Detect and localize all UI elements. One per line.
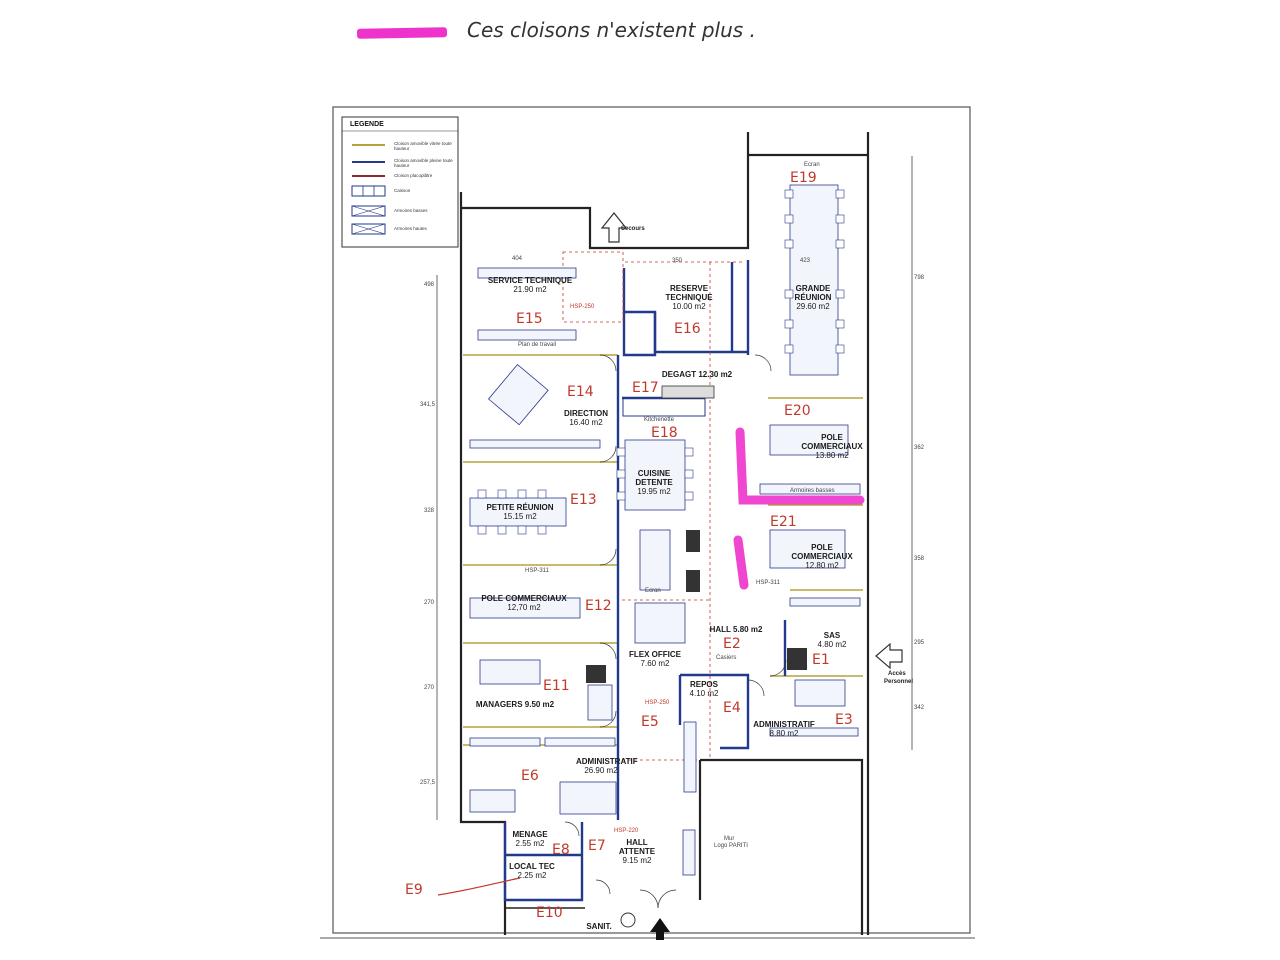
zone-e11: E11 (543, 678, 570, 694)
dimension: 404 (512, 256, 523, 262)
dimension: 358 (914, 556, 925, 562)
label-logo: Logo PARITI (714, 843, 748, 849)
zone-e2: E2 (723, 636, 741, 652)
legend-item: Cloison amovible pleine toute hauteur (394, 158, 453, 168)
dimension: 295 (914, 640, 925, 646)
zone-e6: E6 (521, 768, 539, 784)
label-hsp: HSP-250 (570, 304, 595, 310)
dimension: 362 (914, 445, 925, 451)
note-text: Ces cloisons n'existent plus . (467, 18, 756, 42)
label-hsp: HSP-311 (756, 580, 780, 586)
label-mur: Mur (724, 836, 735, 842)
zone-e4: E4 (723, 700, 741, 716)
room-managers: MANAGERS 9.50 m2 (475, 700, 555, 709)
legend-item: Armoires hautes (394, 226, 427, 231)
label-hsp: HSP-250 (645, 700, 670, 706)
zone-e14: E14 (567, 384, 594, 400)
zone-e19: E19 (790, 170, 817, 186)
zone-e12: E12 (585, 598, 612, 614)
dimension: 328 (424, 508, 435, 514)
legend-item: Cloison placoplâtre (394, 173, 433, 178)
zone-e7: E7 (588, 838, 606, 854)
zone-e17: E17 (632, 380, 659, 396)
dimension: 270 (424, 600, 435, 606)
label-hsp: HSP-220 (614, 828, 639, 834)
dimension: 341,5 (420, 402, 436, 408)
zone-e20: E20 (784, 403, 811, 419)
dimension: 257,5 (420, 780, 436, 786)
zone-e1: E1 (812, 652, 830, 668)
label-ecran: Ecran (645, 588, 661, 594)
label-ecran: Ecran (804, 162, 820, 168)
zone-e3: E3 (835, 712, 853, 728)
dimension: 423 (800, 258, 811, 264)
label-hsp: HSP-311 (525, 568, 549, 574)
zone-e8: E8 (552, 842, 570, 858)
label-armoires: Armoires basses (790, 488, 835, 494)
room-sanit: SANIT. (586, 922, 612, 931)
zone-e18: E18 (651, 425, 678, 441)
dimension: 350 (672, 258, 683, 264)
legend-item: Armoires basses (394, 208, 428, 213)
dimension: 342 (914, 705, 925, 711)
dimension: 270 (424, 685, 435, 691)
label-plan-travail: Plan de travail (518, 342, 557, 348)
room-hall: HALL 5.80 m2 (709, 625, 763, 634)
zone-e9: E9 (405, 882, 423, 898)
zone-e5: E5 (641, 714, 659, 730)
zone-e21: E21 (770, 514, 797, 530)
legend-item: Caisson (394, 188, 411, 193)
zone-e13: E13 (570, 492, 597, 508)
dimension: 498 (424, 282, 435, 288)
label-secours: Secours (621, 226, 645, 232)
zone-e10: E10 (536, 905, 563, 921)
legend-title: LEGENDE (350, 121, 384, 128)
room-degagt: DEGAGT 12.30 m2 (661, 370, 733, 379)
dimension: 798 (914, 275, 925, 281)
label-kitchenette: Kitchenette (644, 417, 675, 423)
label-casiers: Casiers (716, 655, 737, 661)
legend-item: Cloison amovible vitrée toute hauteur (394, 141, 452, 151)
zone-e15: E15 (516, 311, 543, 327)
zone-e16: E16 (674, 321, 701, 337)
label-personnel: Personnel (884, 679, 914, 685)
label-acces: Accès (888, 671, 906, 677)
